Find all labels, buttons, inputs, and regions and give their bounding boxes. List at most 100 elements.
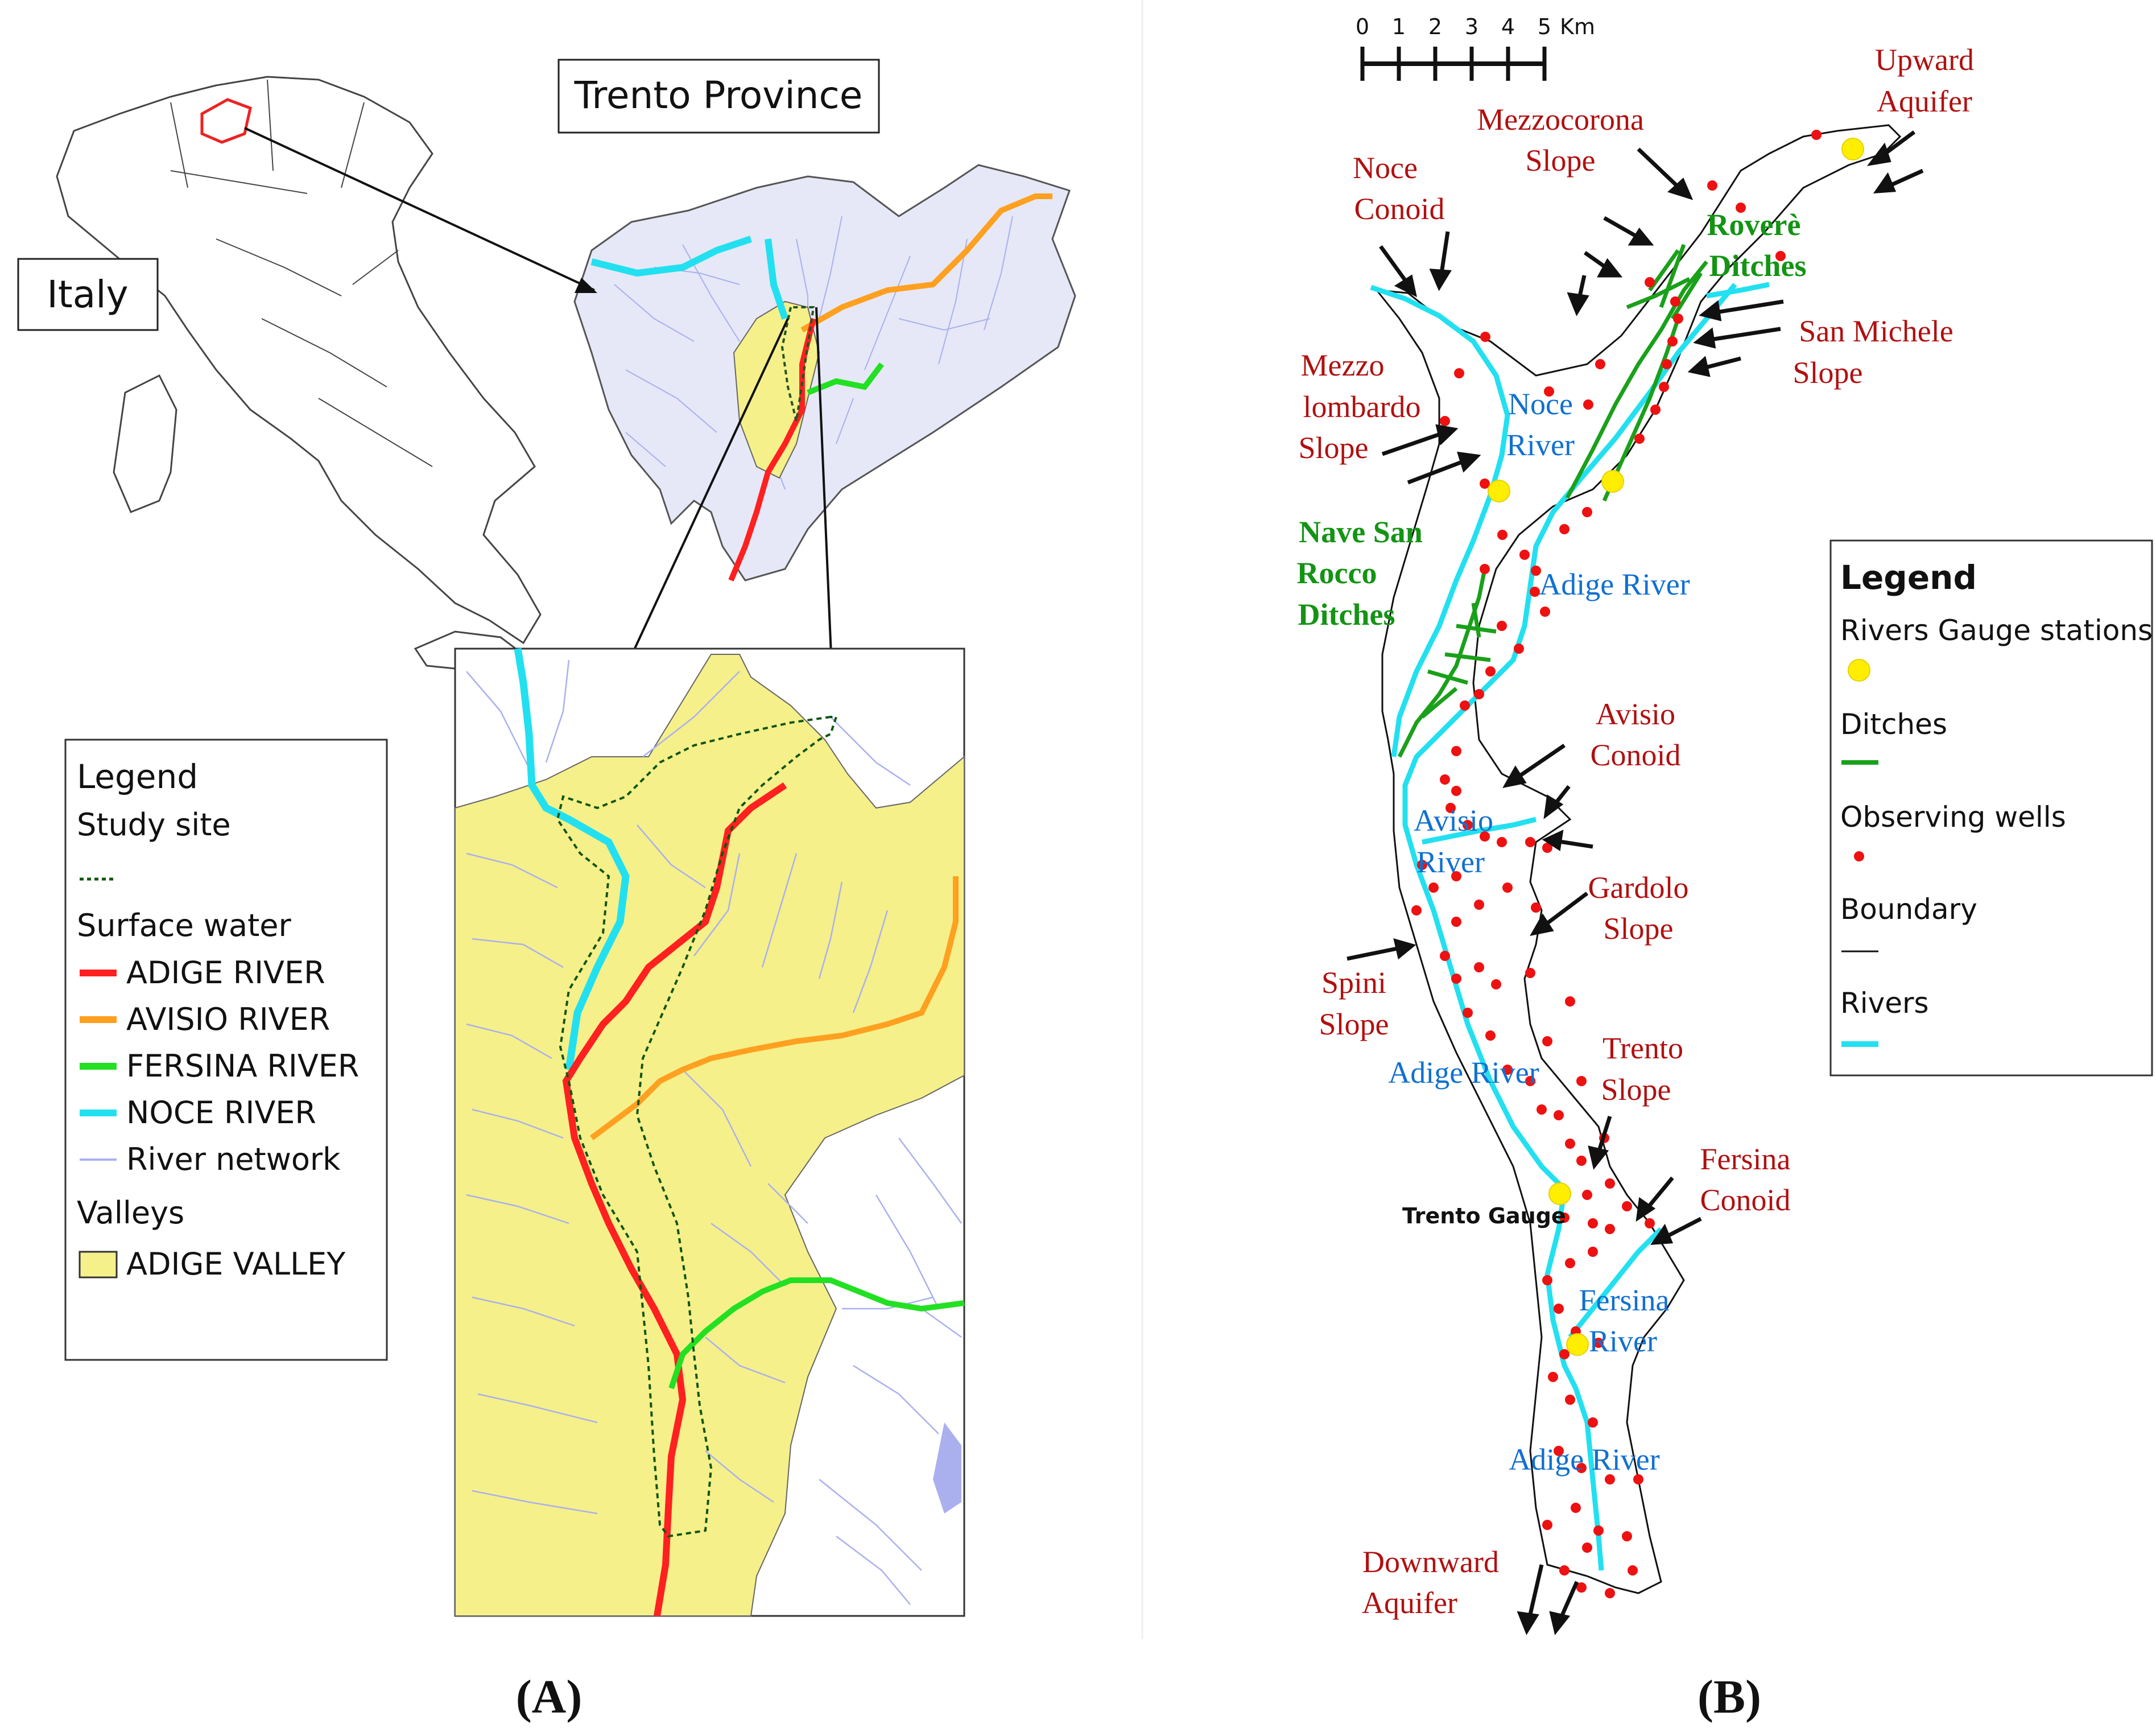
observing-wells [1411, 130, 1822, 1598]
inset-adige-valley [455, 654, 965, 1616]
legend-a-network: River network [126, 1141, 341, 1177]
label-trento-slope-1: Trento [1602, 1031, 1683, 1065]
label-mezzo-2: lombardo [1303, 390, 1421, 424]
province-avisio [800, 193, 1052, 333]
legend-a-surface-water: Surface water [77, 908, 292, 943]
label-downward-1: Downward [1362, 1545, 1499, 1579]
italy-regions [170, 79, 433, 467]
legend-a-valley-swatch [79, 1251, 118, 1279]
panel-b-legend: Legend Rivers Gauge stations Ditches Obs… [1829, 539, 2153, 1077]
legend-b-ditches: Ditches [1840, 708, 1947, 741]
fersina-river-line [1568, 1227, 1663, 1339]
caption-b: (B) [1697, 1671, 1761, 1723]
nave-ditches [1397, 568, 1497, 758]
rovere-ditches [1565, 244, 1708, 502]
inset-avisio [590, 876, 959, 1140]
legend-a-noce: NOCE RIVER [126, 1095, 316, 1131]
legend-b-boundary: Boundary [1840, 893, 1977, 926]
legend-b-title: Legend [1840, 558, 1977, 597]
inset-river-network [466, 659, 963, 1605]
scale-tick: 2 [1428, 14, 1442, 39]
label-noce-river-2: River [1506, 428, 1575, 462]
label-avisio-river-1: Avisio [1414, 803, 1493, 838]
scale-tick: 0 [1356, 14, 1369, 39]
trento-label: Trento Province [574, 73, 863, 117]
label-gardolo-1: Gardolo [1588, 871, 1689, 905]
italy-label-box [17, 258, 159, 331]
label-fersina-river-1: Fersina [1579, 1283, 1670, 1317]
scale-tick: 3 [1465, 14, 1478, 39]
province-noce [590, 236, 788, 320]
panel-b-rivers [1370, 282, 1770, 1571]
legend-a-valleys: Valleys [77, 1195, 184, 1231]
label-rovere-1: Roverè [1707, 208, 1801, 242]
label-avisio-conoid-1: Avisio [1596, 697, 1675, 731]
label-fersina-river-2: River [1589, 1324, 1657, 1358]
province-adige-valley [733, 300, 820, 479]
legend-a-adige-valley: ADIGE VALLEY [126, 1246, 346, 1282]
label-mezzo-1: Mezzo [1301, 348, 1385, 382]
label-rovere-2: Ditches [1709, 249, 1807, 283]
label-noce-conoid-2: Conoid [1354, 192, 1444, 226]
label-upward-aquifer-2: Aquifer [1877, 84, 1972, 118]
panel-b: 0 1 2 3 4 5 Km [1297, 14, 2153, 1723]
noce-river-line [1370, 284, 1510, 757]
label-mezzocorona-2: Slope [1525, 143, 1595, 178]
label-nave-2: Rocco [1297, 556, 1377, 590]
province-study-site [780, 306, 815, 422]
panel-b-ditches [1397, 244, 1708, 758]
label-spini-1: Spini [1321, 966, 1386, 1000]
inset-fersina [668, 1277, 965, 1389]
legend-b-rivers: Rivers [1840, 987, 1929, 1020]
inset-noce [514, 648, 630, 1070]
adige-river-line [1402, 282, 1770, 1571]
caption-a: (A) [516, 1671, 583, 1723]
panel-a-legend: Legend Study site Surface water ADIGE RI… [64, 739, 388, 1361]
italy-label: Italy [47, 273, 128, 316]
label-adige-river-1: Adige River [1539, 567, 1690, 601]
scale-tick: 4 [1501, 14, 1515, 39]
gauge-stations [1488, 138, 1864, 1356]
label-adige-river-3: Adige River [1509, 1442, 1659, 1477]
label-fersina-conoid-2: Conoid [1700, 1183, 1790, 1217]
sardinia [113, 374, 177, 513]
trento-highlight [200, 98, 252, 144]
label-avisio-conoid-2: Conoid [1590, 738, 1680, 772]
legend-a-study-site: Study site [77, 807, 231, 843]
legend-a-avisio: AVISIO RIVER [126, 1001, 330, 1037]
scale-tick: 5 [1538, 14, 1551, 39]
inset-study-site [556, 716, 838, 1538]
label-downward-2: Aquifer [1362, 1586, 1457, 1620]
trento-label-box [557, 59, 880, 134]
label-nave-1: Nave San [1299, 515, 1423, 549]
inset-adige [562, 782, 787, 1616]
label-noce-river-1: Noce [1508, 387, 1573, 421]
label-san-michele-2: Slope [1792, 356, 1862, 390]
province-adige [728, 317, 816, 582]
label-adige-river-2: Adige River [1388, 1055, 1539, 1090]
legend-a-fersina: FERSINA RIVER [126, 1048, 359, 1084]
label-avisio-river-2: River [1416, 845, 1485, 879]
flow-arrows [1347, 130, 1924, 1635]
scale-bar: 0 1 2 3 4 5 Km [1356, 14, 1595, 81]
italy-map [56, 76, 542, 673]
label-nave-3: Ditches [1298, 597, 1395, 632]
avisio-river-line [1422, 816, 1537, 845]
scale-unit: Km [1560, 14, 1595, 39]
label-san-michele-1: San Michele [1799, 314, 1953, 348]
inset-map [454, 648, 965, 1617]
label-noce-conoid-1: Noce [1353, 151, 1418, 185]
legend-b-wells: Observing wells [1840, 801, 2066, 834]
label-gardolo-2: Slope [1603, 912, 1673, 946]
legend-a-adige: ADIGE RIVER [126, 955, 325, 991]
italy-mainland [56, 76, 542, 645]
panel-a: Italy Trento Province [17, 59, 1076, 1723]
label-upward-aquifer-1: Upward [1875, 43, 1974, 77]
legend-a-title: Legend [77, 757, 198, 796]
study-boundary [1374, 124, 1902, 1594]
trento-province-map [573, 164, 1076, 582]
label-mezzocorona-1: Mezzocorona [1477, 102, 1644, 137]
legend-b-gauge: Rivers Gauge stations [1840, 614, 2153, 647]
label-fersina-conoid-1: Fersina [1700, 1142, 1791, 1176]
